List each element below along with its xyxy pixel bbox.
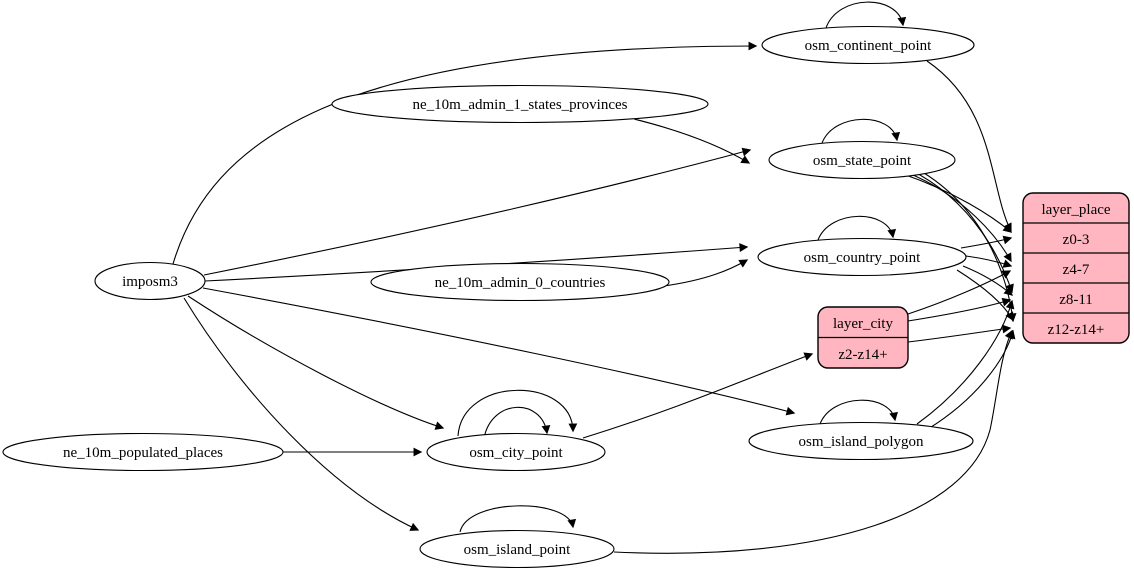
node-osm-island-point: osm_island_point xyxy=(419,529,615,569)
ne-admin0-label: ne_10m_admin_0_countries xyxy=(435,275,606,291)
edge-layer-city-to-layer-place-z4-7 xyxy=(907,270,1012,315)
edge-osm-city-point-to-layer-city-z2-z14 xyxy=(582,352,814,439)
layer-place-row-z0-3: z0-3 xyxy=(1063,232,1090,248)
edge-imposm3-to-osm-continent-point xyxy=(172,41,758,265)
osm-state-point-shape xyxy=(768,140,956,180)
edge-osm-state-point-to-layer-place-z4-7 xyxy=(905,171,1012,263)
node-ne-10m-populated-places: ne_10m_populated_places xyxy=(2,432,284,472)
edge-imposm3-to-osm-island-polygon xyxy=(202,287,796,416)
edge-imposm3-to-osm-city-point xyxy=(187,295,445,430)
edge-group xyxy=(172,1,1017,554)
edge-imposm3-to-osm-state-point xyxy=(203,147,752,276)
layer-city-row-z2-z14: z2-z14+ xyxy=(838,347,887,363)
ne-populated-places-label: ne_10m_populated_places xyxy=(63,445,223,461)
osm-continent-point-shape xyxy=(761,25,975,65)
edge-osm-continent-point-to-layer-place-z0-3 xyxy=(926,60,1012,233)
node-osm-island-polygon: osm_island_polygon xyxy=(748,421,974,461)
edge-osm-country-point-to-layer-place-z0-3 xyxy=(960,235,1013,249)
edge-osm-country-point-to-layer-place-z4-7 xyxy=(965,255,1013,268)
self-loop-osm-city-point-inner xyxy=(483,406,551,439)
layer-city-title: layer_city xyxy=(833,316,893,332)
node-ne-10m-admin-1-states-provinces: ne_10m_admin_1_states_provinces xyxy=(331,84,709,124)
edge-layer-city-to-layer-place-z8-11 xyxy=(907,297,1012,322)
ne-admin1-label: ne_10m_admin_1_states_provinces xyxy=(413,97,628,113)
osm-country-point-label: osm_country_point xyxy=(804,250,921,266)
self-loop-osm-island-point xyxy=(459,505,577,533)
layer-place-title: layer_place xyxy=(1041,202,1110,218)
self-loop-osm-city-point-outer xyxy=(457,389,578,437)
imposm3-label: imposm3 xyxy=(122,274,178,290)
node-osm-state-point: osm_state_point xyxy=(768,140,956,180)
layer-place-row-z8-11: z8-11 xyxy=(1059,292,1093,308)
edge-osm-island-polygon-to-layer-place-z12-z14 xyxy=(927,329,1016,430)
node-osm-country-point: osm_country_point xyxy=(757,237,967,277)
node-imposm3: imposm3 xyxy=(94,261,206,301)
osm-island-point-label: osm_island_point xyxy=(464,542,572,558)
imposm3-shape xyxy=(94,261,206,301)
osm-country-point-shape xyxy=(757,237,967,277)
node-layer-city: layer_city z2-z14+ xyxy=(817,306,909,369)
self-loop-osm-country-point xyxy=(817,215,897,241)
osm-island-polygon-label: osm_island_polygon xyxy=(798,434,924,450)
node-ne-10m-admin-0-countries: ne_10m_admin_0_countries xyxy=(370,262,670,302)
self-loop-osm-island-polygon xyxy=(819,399,898,425)
edge-osm-island-polygon-to-layer-place-z8-11 xyxy=(916,299,1015,425)
layer-place-shape xyxy=(1022,192,1130,344)
self-loop-osm-continent-point xyxy=(825,1,907,29)
osm-island-polygon-shape xyxy=(748,421,974,461)
edge-osm-island-point-to-layer-place-z12-z14 xyxy=(613,329,1013,554)
self-loop-osm-state-point xyxy=(821,118,901,144)
osm-state-point-label: osm_state_point xyxy=(813,153,912,169)
layer-place-row-z4-7: z4-7 xyxy=(1063,262,1090,278)
layer-place-row-z12-z14: z12-z14+ xyxy=(1048,322,1105,338)
node-osm-continent-point: osm_continent_point xyxy=(761,25,975,65)
edge-layer-city-to-layer-place-z12-z14 xyxy=(907,324,1012,343)
edge-osm-country-point-to-layer-place-z8-11 xyxy=(962,265,1013,296)
edge-imposm3-to-osm-island-point xyxy=(183,297,420,531)
node-layer-place: layer_place z0-3 z4-7 z8-11 z12-z14+ xyxy=(1022,192,1130,344)
edge-ne-admin1-to-osm-state-point xyxy=(633,118,751,164)
osm-island-point-shape xyxy=(419,529,615,569)
edge-osm-country-point-to-layer-place-z12-z14 xyxy=(956,269,1014,322)
osm-city-point-shape xyxy=(426,432,606,472)
ne-populated-places-shape xyxy=(2,432,284,472)
edge-ne-admin0-to-osm-country-point xyxy=(663,259,749,287)
ne-admin1-shape xyxy=(331,84,709,124)
osm-city-point-label: osm_city_point xyxy=(469,445,563,461)
node-osm-city-point: osm_city_point xyxy=(426,432,606,472)
ne-admin0-shape xyxy=(370,262,670,302)
osm-continent-point-label: osm_continent_point xyxy=(805,38,932,54)
